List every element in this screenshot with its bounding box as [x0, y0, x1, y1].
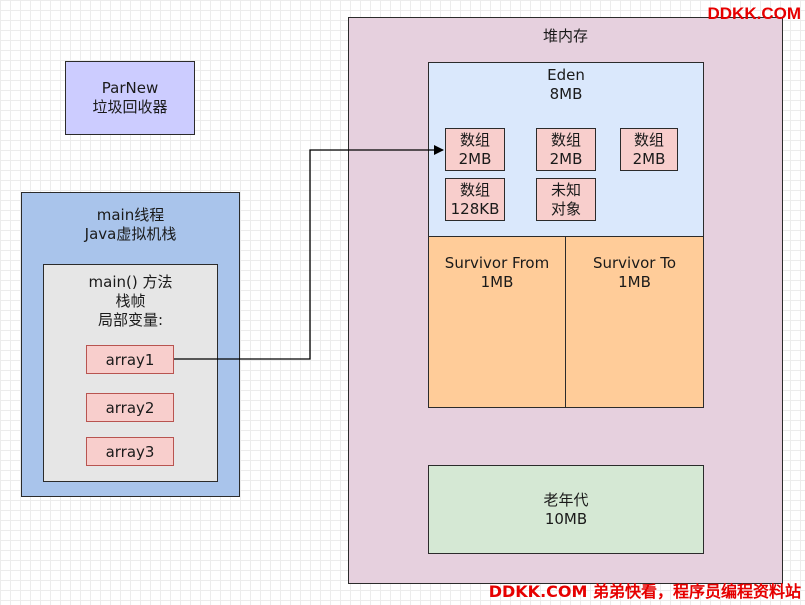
survivor-from-size: 1MB — [480, 273, 514, 291]
heap-title: 堆内存 — [542, 27, 588, 45]
object-size: 2MB — [458, 149, 492, 168]
parnew-collector-box: ParNew 垃圾回收器 — [65, 61, 195, 135]
eden-object-array-128kb: 数组 128KB — [445, 178, 505, 221]
object-label: 数组 — [550, 130, 581, 149]
object-size: 128KB — [450, 199, 500, 218]
object-label: 未知 — [550, 180, 581, 199]
eden-object-array-2mb-1: 数组 2MB — [445, 128, 505, 171]
object-size: 2MB — [549, 149, 583, 168]
stack-type-label: Java虚拟机栈 — [84, 225, 177, 243]
parnew-name: ParNew — [101, 79, 159, 97]
old-gen-size: 10MB — [544, 509, 588, 528]
frame-locals-label: 局部变量: — [97, 311, 164, 329]
eden-size: 8MB — [549, 85, 583, 103]
old-generation-box: 老年代 10MB — [428, 465, 704, 554]
survivor-from-name: Survivor From — [444, 254, 550, 272]
eden-object-array-2mb-2: 数组 2MB — [536, 128, 596, 171]
object-label: 数组 — [459, 180, 490, 199]
frame-title: 栈帧 — [115, 292, 146, 310]
eden-object-unknown: 未知 对象 — [536, 178, 596, 221]
survivor-to-size: 1MB — [618, 273, 651, 291]
old-gen-name: 老年代 — [543, 490, 589, 509]
object-label: 数组 — [633, 130, 664, 149]
frame-method-label: main() 方法 — [88, 273, 173, 291]
object-label: 数组 — [459, 130, 490, 149]
survivor-to-box: Survivor To 1MB — [565, 236, 704, 408]
eden-object-array-2mb-3: 数组 2MB — [620, 128, 678, 171]
eden-name: Eden — [547, 66, 585, 84]
object-size: 2MB — [632, 149, 666, 168]
local-var-array3: array3 — [86, 437, 174, 466]
object-size: 对象 — [550, 199, 581, 218]
watermark-bottom: DDKK.COM 弟弟快看，程序员编程资料站 — [488, 582, 801, 601]
local-var-array2: array2 — [86, 393, 174, 422]
survivor-from-box: Survivor From 1MB — [428, 236, 566, 408]
parnew-description: 垃圾回收器 — [92, 98, 168, 116]
local-var-array1: array1 — [86, 345, 174, 374]
watermark-top: DDKK.COM — [707, 4, 802, 23]
survivor-to-name: Survivor To — [592, 254, 677, 272]
stack-thread-label: main线程 — [96, 206, 165, 224]
